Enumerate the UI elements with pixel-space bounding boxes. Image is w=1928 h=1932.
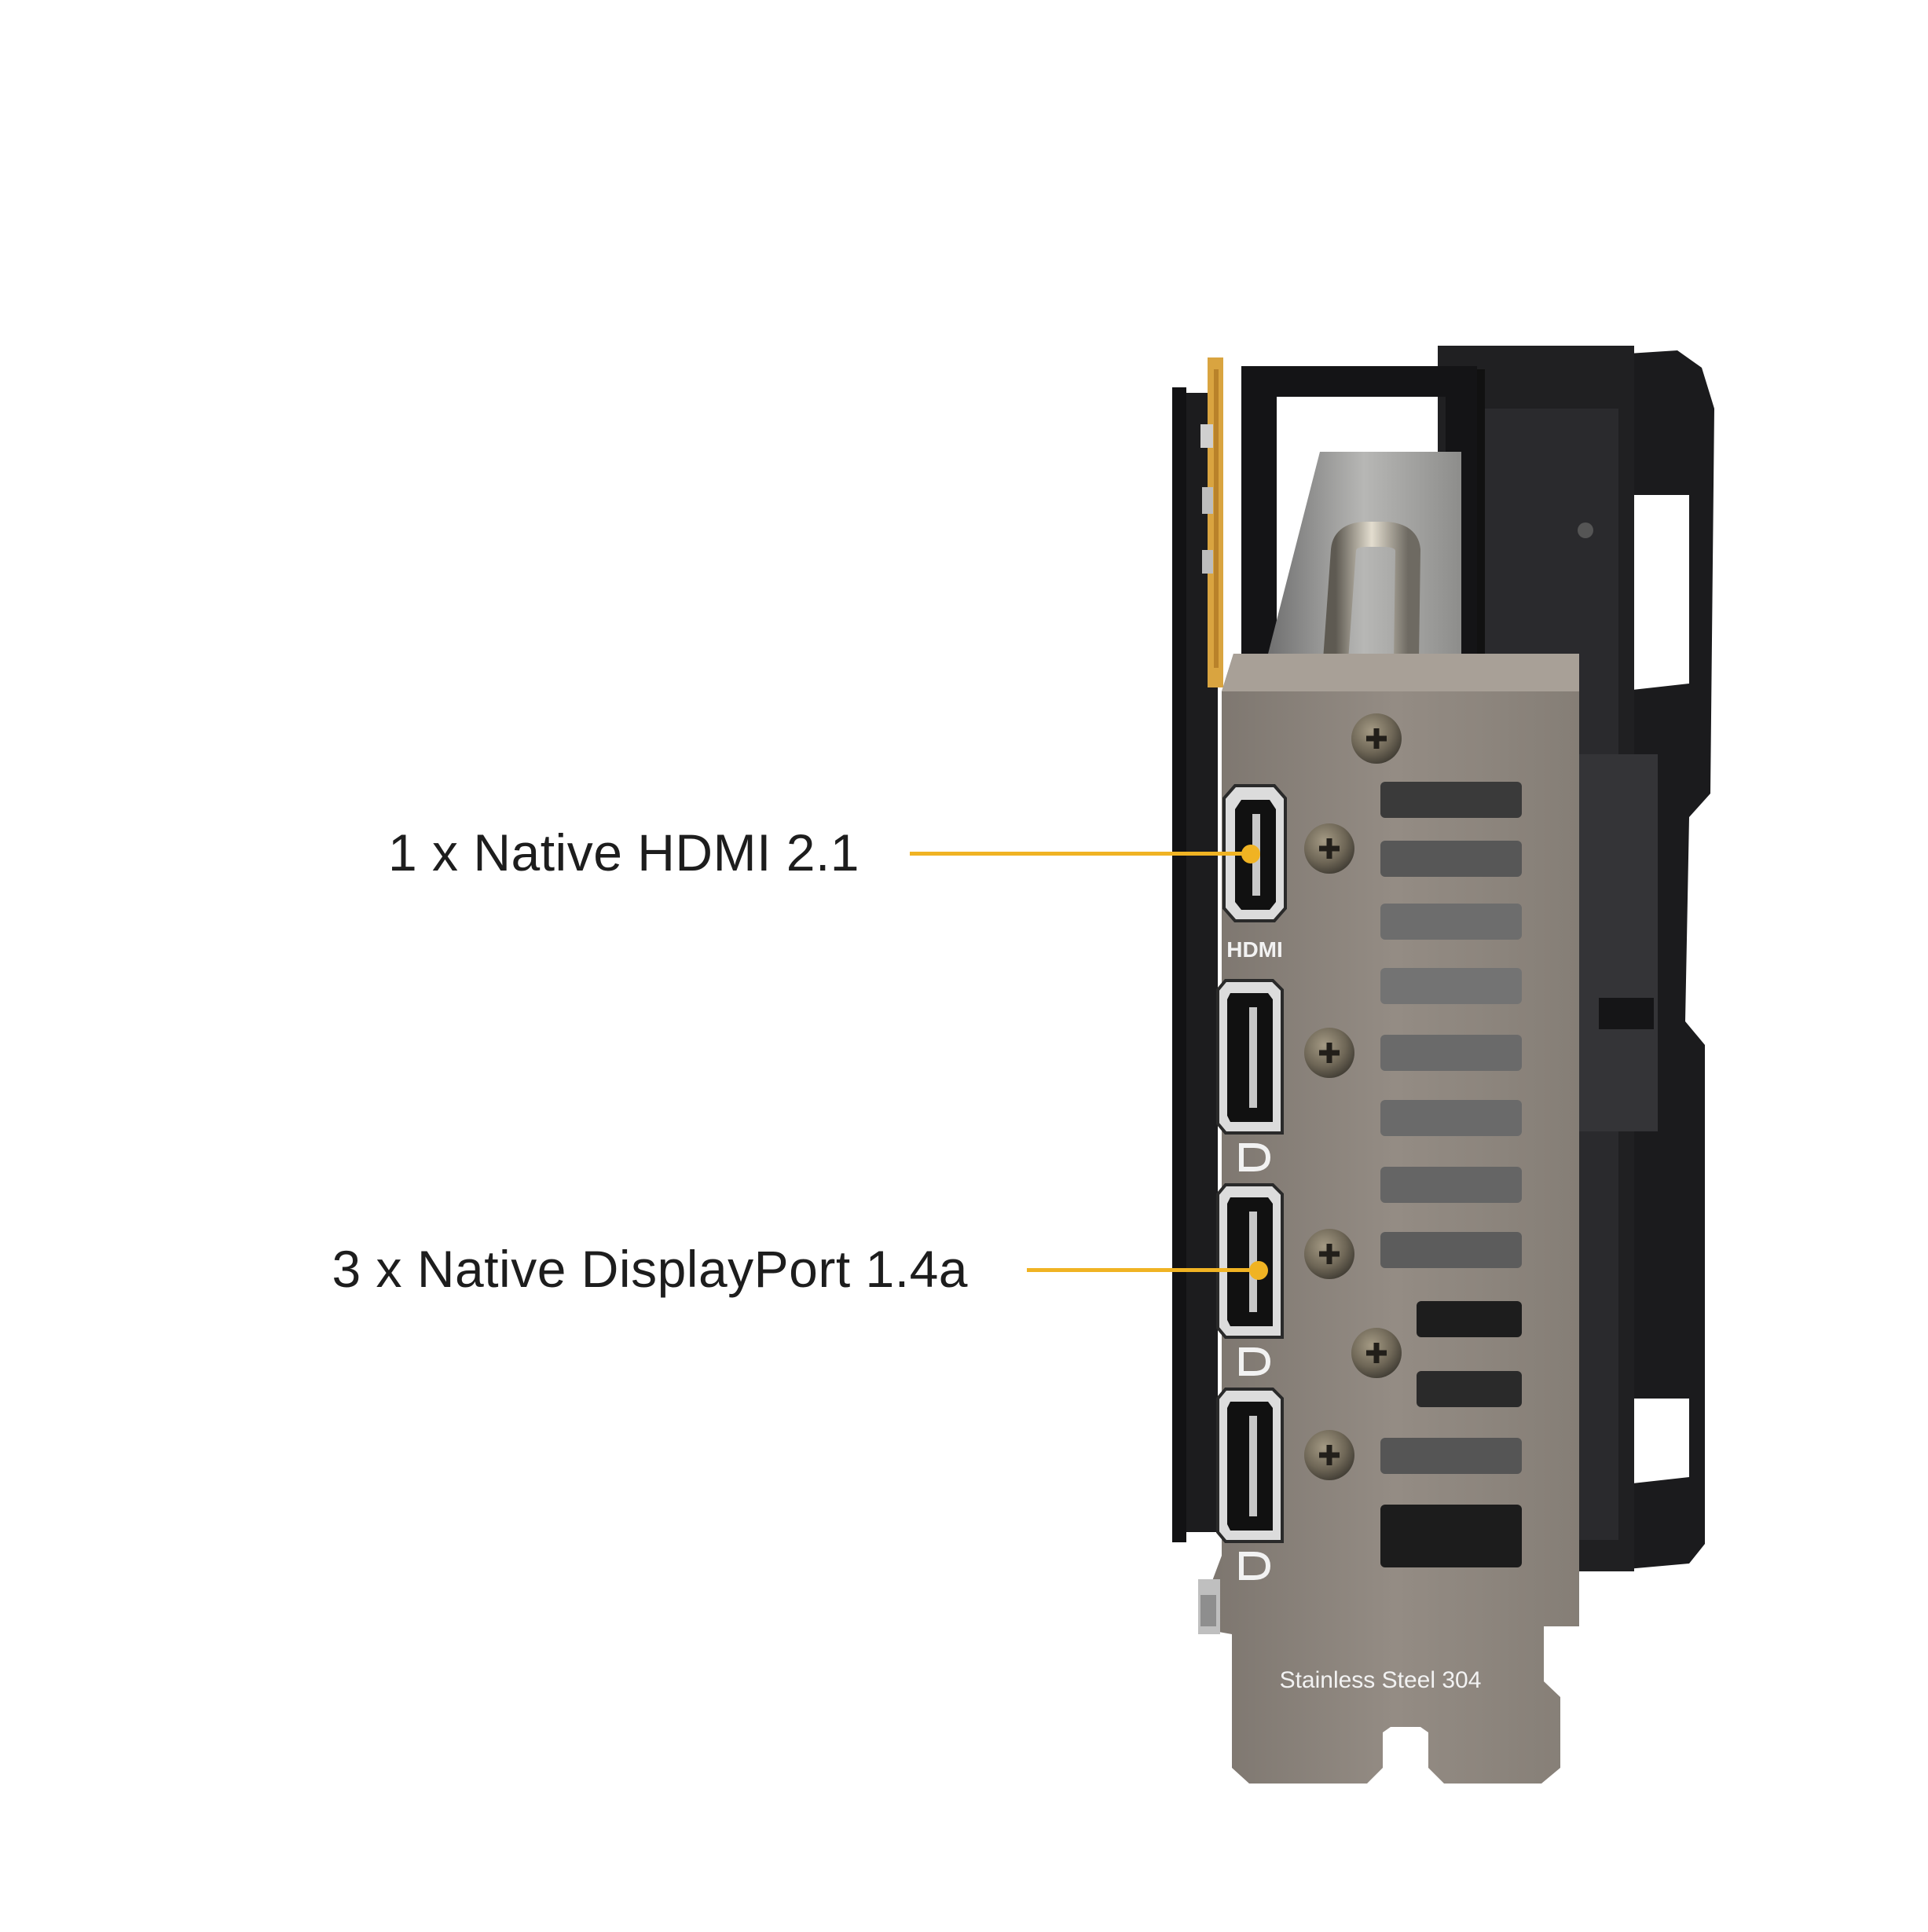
vent-slots	[1380, 782, 1522, 1567]
displayport-port-3	[1216, 1388, 1284, 1543]
dp-logo-icon	[1239, 1143, 1271, 1580]
bracket-material-label: Stainless Steel 304	[1280, 1667, 1482, 1693]
displayport-callout-dot	[1249, 1261, 1268, 1280]
hdmi-callout-text: 1 x Native HDMI 2.1	[387, 823, 860, 882]
heatsink	[1266, 452, 1461, 687]
pcb-edge	[1200, 357, 1223, 687]
displayport-callout-line	[1027, 1268, 1256, 1272]
bracket-screws	[1304, 713, 1402, 1480]
displayport-port-1	[1216, 979, 1284, 1135]
hdmi-port-label: HDMI	[1226, 937, 1283, 962]
displayport-callout-text: 3 x Native DisplayPort 1.4a	[332, 1240, 968, 1298]
hdmi-callout-dot	[1241, 845, 1260, 863]
displayport-port-2	[1216, 1183, 1284, 1339]
hdmi-callout-line	[910, 852, 1249, 856]
